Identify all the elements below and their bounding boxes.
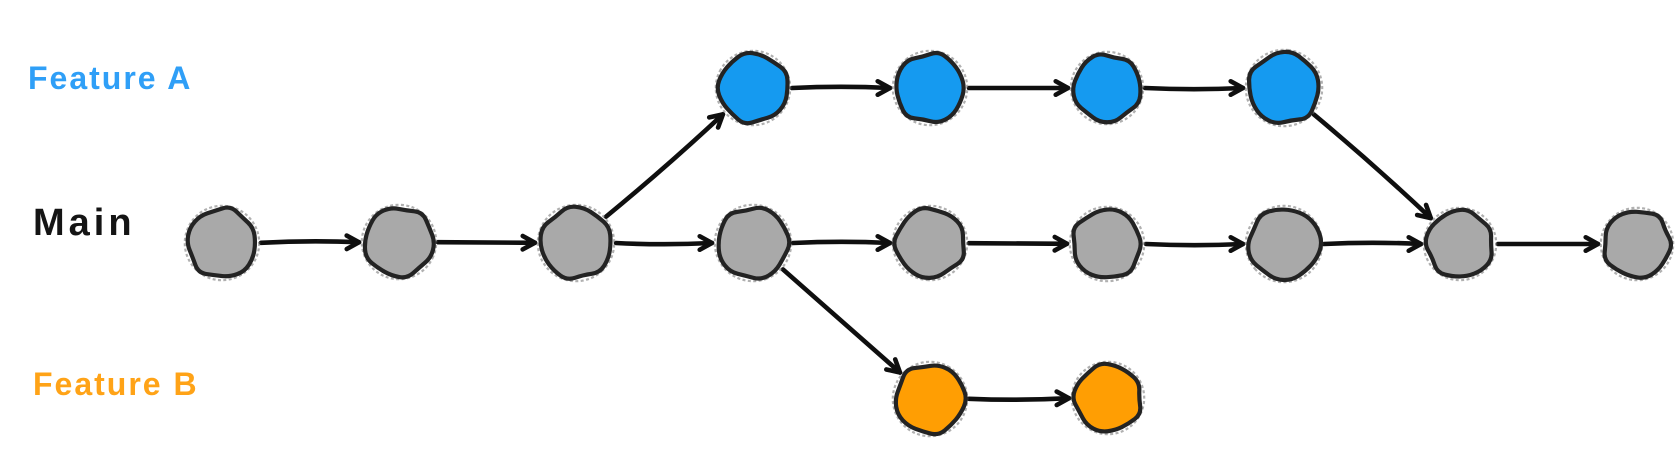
edge-b1-b2 [966,389,1072,408]
arrowhead-icon [1228,78,1246,98]
arrowhead-icon [1054,389,1072,408]
main-label: Main [33,202,136,244]
commit-node-m2 [360,203,438,281]
edge-m7-m8 [1321,234,1424,254]
edge-a1-a2 [789,78,893,98]
arrowhead-icon [1052,234,1070,253]
edge-m1-m2 [258,233,362,252]
arrowhead-icon [1414,202,1434,221]
arrowhead-icon [344,233,362,252]
edge-m3-m4 [613,233,715,253]
commit-node-a4 [1244,48,1324,128]
commit-node-a3 [1069,50,1145,126]
arrowhead-icon [875,78,893,98]
feature-a-label: Feature A [28,60,193,96]
edge-m6-m7 [1143,234,1246,254]
arrowhead-icon [1053,78,1071,98]
feature-b-label: Feature B [33,366,199,402]
edge-m2-m3 [435,233,538,252]
commit-node-a1 [714,49,792,127]
commit-node-m6 [1068,205,1146,283]
arrowhead-icon [1228,234,1246,254]
arrowhead-icon [1583,234,1601,254]
commit-node-b1 [891,360,969,438]
commit-node-m3 [536,203,616,283]
commit-node-m9 [1599,206,1675,282]
edge-m4-m5 [790,233,893,253]
edge-m3-a1 [603,112,726,219]
edge-m5-m6 [966,234,1070,253]
edge-a4-m8 [1311,112,1434,221]
commit-node-b2 [1070,360,1146,436]
commit-node-m8 [1422,206,1498,282]
arrowhead-icon [875,233,893,253]
commit-node-m1 [183,204,261,282]
commit-node-m5 [891,204,969,282]
arrowhead-icon [520,233,538,252]
edge-a2-a3 [966,78,1071,98]
arrowhead-icon [697,233,715,253]
edge-a3-a4 [1142,78,1246,98]
commit-node-m7 [1244,204,1324,284]
arrowhead-icon [1406,234,1424,254]
arrowhead-icon [884,357,903,375]
commit-node-m4 [713,203,793,283]
arrowhead-icon [706,112,726,130]
commit-node-a2 [891,49,969,127]
edge-m8-m9 [1495,234,1601,254]
edge-m4-b1 [780,267,903,375]
